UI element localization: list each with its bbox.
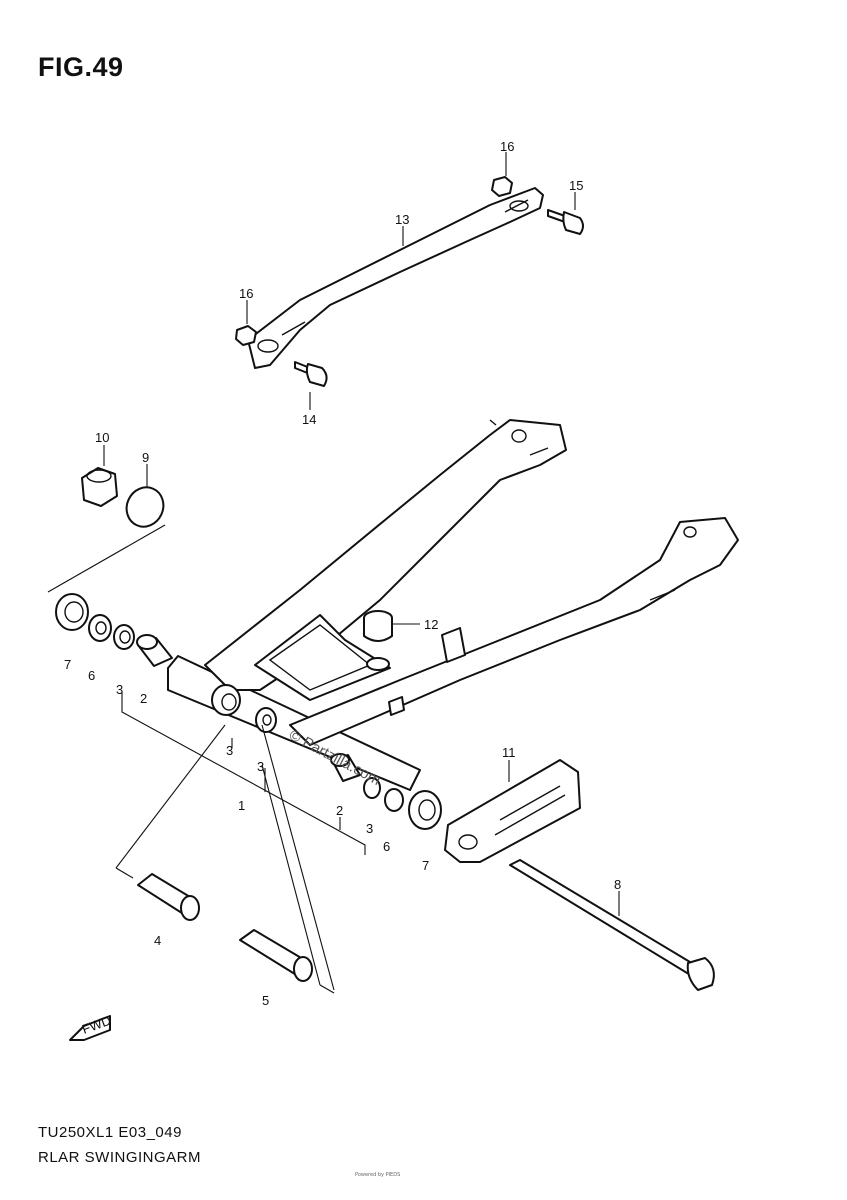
callout-11: 11: [502, 745, 516, 760]
callout-6-left: 6: [88, 668, 95, 683]
callout-leaders: [103, 152, 620, 916]
callout-3-mid-a: 3: [226, 743, 233, 758]
part-11-chain-guide: [444, 759, 581, 863]
figure-code: TU250XL1 E03_049: [38, 1124, 182, 1141]
callout-1: 1: [238, 798, 245, 813]
callout-16-left: 16: [239, 286, 253, 301]
callout-13: 13: [395, 212, 409, 227]
part-9-washer: [125, 486, 165, 528]
callout-12: 12: [424, 617, 438, 632]
figure-name: RLAR SWINGINGARM: [38, 1149, 202, 1166]
callout-6-right: 6: [383, 839, 390, 854]
callout-14: 14: [302, 412, 316, 427]
callout-3-mid-b: 3: [257, 759, 264, 774]
callout-5: 5: [262, 993, 269, 1008]
callout-4: 4: [154, 933, 161, 948]
callout-2-right: 2: [336, 803, 343, 818]
leader-washer-group: [47, 524, 166, 593]
part-8-pivot-bolt: [509, 859, 715, 991]
part-4-sleeve: [137, 873, 200, 921]
callout-2-left: 2: [140, 691, 147, 706]
part-10-nut: [81, 467, 118, 507]
part-2-bushing-right: [330, 753, 361, 782]
part-13-torque-link: [247, 187, 544, 369]
fwd-arrow-icon: FWD: [69, 1013, 113, 1041]
callout-3-left: 3: [116, 682, 123, 697]
part-3-bearing-mid-b: [255, 707, 277, 733]
part-5-sleeve: [239, 929, 313, 982]
part-16-nut-top: [491, 176, 513, 197]
part-12-rubber-bushing: [363, 610, 393, 671]
part-16-nut-left: [235, 325, 257, 346]
part-15-bolt: [547, 209, 584, 235]
part-3-bearing-mid-a: [211, 684, 241, 716]
part-6-washer-right: [384, 788, 404, 812]
part-3-bearing-left: [113, 624, 135, 650]
callout-8: 8: [614, 877, 621, 892]
assembly-leader-lines: [115, 692, 366, 994]
part-7-seal-right: [408, 790, 442, 830]
part-2-bushing-left: [136, 634, 173, 667]
part-3-bearing-right: [363, 777, 381, 799]
callout-16-top: 16: [500, 139, 514, 154]
fine-print: Powered by PIEDS: [355, 1172, 401, 1178]
callout-15: 15: [569, 178, 583, 193]
callout-10: 10: [95, 430, 109, 445]
figure-title: FIG.49: [38, 52, 124, 82]
callout-7-right: 7: [422, 858, 429, 873]
callout-9: 9: [142, 450, 149, 465]
callout-3-right: 3: [366, 821, 373, 836]
part-7-seal-left: [55, 593, 89, 631]
part-6-washer-left: [88, 614, 112, 642]
part-14-bolt: [294, 361, 328, 387]
part-1-swingarm: [167, 419, 739, 791]
callout-7-left: 7: [64, 657, 71, 672]
